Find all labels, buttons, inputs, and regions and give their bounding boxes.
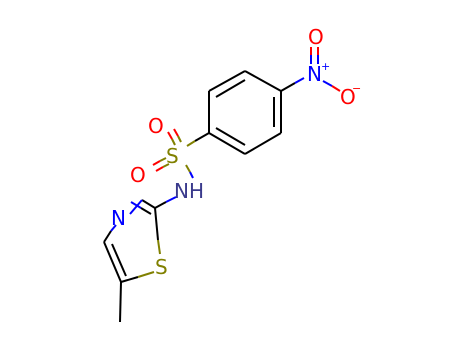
bond-benzene-1	[208, 70, 246, 92]
bond-c5-to-s-olive	[137, 271, 155, 278]
bond-sulfur-to-o-left-a	[159, 157, 167, 162]
bond-benzene-inner-3	[215, 127, 246, 146]
bond-nitro-n-to-o-right	[322, 80, 333, 87]
bond-n-to-c4-blue	[110, 224, 117, 232]
bond-n-to-c4	[103, 230, 112, 243]
bond-c4-to-c5-b	[111, 243, 127, 277]
bond-nh-to-c2-blue	[165, 196, 177, 203]
bond-s-to-c2	[154, 207, 159, 241]
bond-c4-to-c5-a	[103, 241, 122, 283]
bond-sulfur-to-nh	[185, 164, 191, 173]
bond-c2-to-n-a	[141, 199, 156, 209]
bond-sulfur-to-o-top-b	[177, 135, 182, 143]
bond-c2-to-n-a-blue	[129, 199, 143, 215]
bond-sulfur-to-o-left-b	[162, 163, 170, 168]
bond-benzene-4	[244, 132, 282, 155]
bond-sulfur-to-o-top-b-red	[173, 128, 179, 137]
atom-nitro-o-right-charge: −	[352, 82, 361, 95]
atom-thiazole-s: S	[155, 255, 168, 279]
atom-nitro-o-right: O	[340, 85, 356, 109]
atom-sulfonyl-o-top: O	[148, 114, 164, 138]
bond-ring-to-sulfur-olive	[186, 140, 196, 147]
bond-c2-to-n-b-blue	[130, 201, 142, 209]
bond-sulfur-to-o-top-a-red	[167, 131, 173, 140]
bond-c5-to-s	[120, 276, 139, 283]
bond-c5-to-methyl	[119, 281, 122, 323]
nitro-group: O N + O −	[280, 25, 361, 109]
bond-sulfur-to-o-top-a	[171, 138, 176, 146]
benzene-ring	[208, 70, 282, 155]
bond-benzene-inner-1	[215, 79, 246, 98]
bond-sulfur-to-nh-blue	[189, 171, 194, 179]
atom-sulfonyl-s: S	[166, 144, 179, 168]
bond-c2-to-n-b	[140, 207, 152, 215]
bond-ring-to-sulfur	[194, 132, 210, 142]
atom-thiazole-n: N	[111, 206, 126, 230]
atom-sulfonyl-o-left: O	[130, 163, 146, 187]
bond-nh-to-c2	[154, 201, 167, 209]
bond-sulfur-to-o-left-a-red	[152, 160, 161, 166]
thiazole-ring: N S	[103, 196, 177, 323]
bond-benzene-2	[244, 70, 282, 92]
atom-nitro-n: N	[307, 62, 322, 86]
atom-amide-nh: NH	[174, 179, 204, 203]
atom-nitro-n-charge: +	[321, 60, 330, 73]
bond-ring-to-nitro-n	[280, 82, 296, 92]
bond-ring-to-nitro-n-blue	[294, 77, 305, 84]
sulfonyl-group: O S O NH	[130, 114, 210, 203]
bond-sulfur-to-o-left-b-red	[155, 166, 164, 172]
bond-nitro-n-to-o-right-red	[331, 85, 341, 92]
bond-s-to-c2-olive	[157, 239, 161, 255]
atom-nitro-o-top: O	[308, 25, 324, 49]
bond-benzene-5	[208, 132, 246, 155]
